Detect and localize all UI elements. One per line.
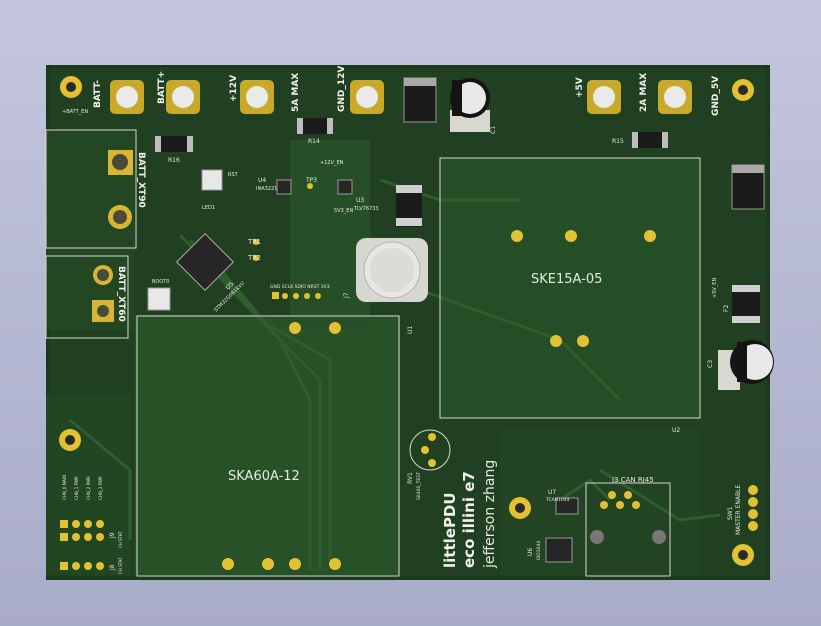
rj45-outline (585, 482, 671, 577)
label-rst: RST (228, 172, 239, 178)
xt60-outline (45, 255, 129, 339)
ska60-outline (136, 315, 400, 577)
label-j9-side: CH STAT (118, 531, 123, 548)
label-ina3221: INA3221 (256, 186, 277, 192)
label-c1: C1 (490, 126, 497, 134)
label-2a-max: 2A MAX (639, 73, 649, 112)
title-eco-illini: eco illini e7 (460, 471, 478, 568)
label-batt-en: +BATT_EN (62, 109, 88, 115)
label-12v-en: +12V_EN (320, 160, 344, 166)
th-pads (222, 230, 758, 570)
label-ch2: CHN_2 PWR (86, 476, 91, 500)
label-u3: U3 (356, 197, 364, 204)
label-rv1-value: SK400_TEST (416, 472, 422, 500)
rv1-outline (409, 429, 451, 471)
label-master-enable: MASTER ENABLE (735, 485, 742, 535)
xt-pads (92, 150, 133, 322)
label-ska60a: SKA60A-12 (228, 469, 300, 484)
label-batt-xt60: BATT_XT60 (116, 266, 126, 322)
label-c3: C3 (707, 360, 714, 368)
label-sw1: SW1 (727, 506, 734, 520)
label-batt-pos: BATT+ (157, 71, 167, 104)
label-batt-xt90: BATT_XT90 (136, 152, 146, 208)
label-ske15a: SKE15A-05 (531, 272, 602, 287)
label-5v3-en: 5V3_EN (334, 208, 353, 214)
label-tp1: TP1 (247, 238, 261, 246)
label-j8: J8 (109, 564, 116, 571)
label-gnd-12v: GND_12V (337, 66, 347, 112)
label-r15: R15 (612, 138, 624, 145)
small-chips (147, 169, 579, 563)
label-j3: J3 CAN RJ45 (611, 476, 654, 484)
label-r14: R14 (308, 138, 320, 145)
smd-parts (155, 77, 765, 323)
label-swd: GND SCLK SDIO NRST 3V3 (270, 284, 330, 290)
label-u6: U6 (527, 548, 534, 556)
label-u2: U2 (672, 427, 680, 434)
label-boot0: BOOT0 (152, 279, 169, 285)
label-j7: J7 (343, 292, 350, 299)
mcu-chip (176, 233, 234, 291)
rj45-holes (590, 530, 666, 544)
xt90-outline (45, 129, 137, 249)
label-u6-part: ISO1044 (536, 541, 542, 560)
title-author: jefferson zhang (482, 460, 498, 569)
label-led1: LED1 (202, 205, 215, 211)
capacitor-c3 (718, 340, 774, 390)
label-12v: +12V (229, 75, 239, 102)
label-ch3: CHN_3 PWR (98, 476, 103, 500)
label-r16: R16 (168, 157, 180, 164)
label-u7: U7 (548, 489, 556, 496)
terminal-blocks (110, 80, 692, 114)
label-u4: U4 (258, 177, 266, 184)
label-5v: +5V (575, 77, 585, 98)
label-u5: U5 (224, 281, 235, 292)
label-batt-neg: BATT- (93, 80, 103, 108)
label-u1: U1 (407, 326, 414, 334)
title-littlepdu: littlePDU (441, 492, 459, 568)
label-gnd-5v: GND_5V (711, 76, 721, 116)
label-j8-side: CH STAT (118, 557, 123, 574)
label-5v-en: +5V_EN (712, 278, 718, 298)
mounting-holes (59, 76, 754, 566)
label-tlv76733: TLV76733 (353, 206, 379, 212)
label-5a-max: 5A MAX (291, 73, 301, 112)
label-f2: F2 (723, 305, 730, 312)
header-pins (60, 183, 321, 570)
label-tp3: TP3 (305, 177, 317, 184)
label-j9: J9 (109, 532, 116, 539)
label-tp2: TP2 (247, 254, 261, 262)
label-u7-part: TCAN1044 (545, 497, 570, 503)
label-ch0: CHN_0 MAIN (62, 475, 67, 500)
ske15-outline (439, 157, 701, 419)
label-rv1: RV1 (407, 472, 414, 484)
inductor (356, 238, 428, 302)
label-ch1: CHN_1 PWR (74, 476, 79, 500)
capacitor-c1 (450, 78, 490, 132)
